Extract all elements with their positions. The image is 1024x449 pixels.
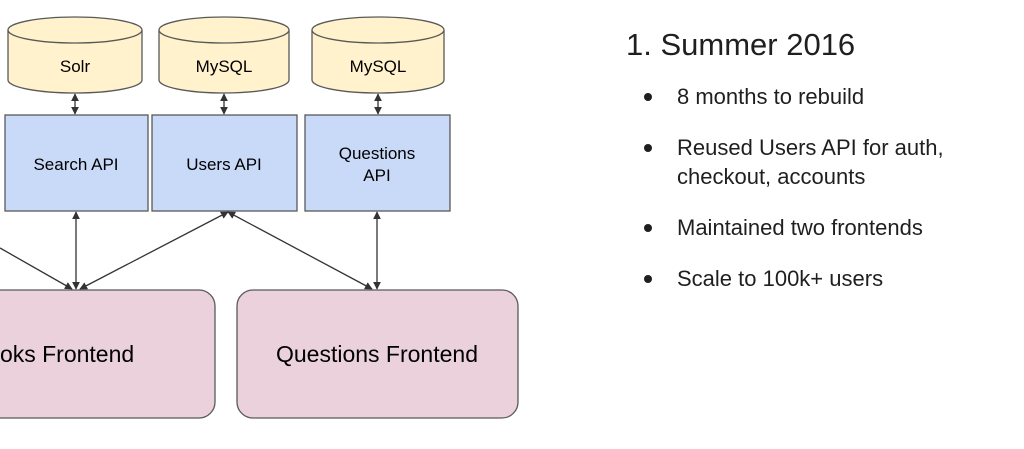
database-cylinder-body bbox=[158, 30, 290, 94]
api-users: Users API bbox=[151, 114, 298, 212]
frontend-label: Questions Frontend bbox=[276, 341, 478, 367]
database-cylinder-body bbox=[7, 30, 143, 94]
database-solr: Solr bbox=[7, 16, 143, 94]
bullet-item: Maintained two frontends bbox=[626, 213, 1016, 242]
bullet-item: Scale to 100k+ users bbox=[626, 264, 1016, 293]
bullet-item: 8 months to rebuild bbox=[626, 82, 1016, 111]
connectors bbox=[0, 93, 382, 290]
frontend-questions: Questions Frontend bbox=[236, 289, 519, 419]
database-cylinder-body bbox=[311, 30, 445, 94]
database-label: Solr bbox=[60, 57, 91, 76]
summary-panel: 1. Summer 2016 8 months to rebuild Reuse… bbox=[626, 26, 1016, 315]
api-box bbox=[151, 114, 298, 212]
database-label: MySQL bbox=[196, 57, 253, 76]
bullet-item: Reused Users API for auth, checkout, acc… bbox=[626, 133, 1016, 191]
database-cylinder-top bbox=[158, 16, 290, 44]
frontend-box bbox=[236, 289, 519, 419]
database-mysql-users: MySQL bbox=[158, 16, 290, 94]
architecture-diagram: Solr MySQL MySQL Search API Users API Qu… bbox=[0, 16, 519, 419]
api-label: Users API bbox=[186, 155, 262, 174]
api-label-line-1: Questions bbox=[339, 144, 416, 163]
api-label: Search API bbox=[33, 155, 118, 174]
database-mysql-questions: MySQL bbox=[311, 16, 445, 94]
database-label: MySQL bbox=[350, 57, 407, 76]
api-search: Search API bbox=[4, 114, 149, 212]
connector-offscreen-left bbox=[0, 247, 73, 290]
api-questions: Questions API bbox=[304, 114, 451, 212]
api-label-line-2: API bbox=[363, 166, 390, 185]
connector-users-books bbox=[79, 211, 229, 290]
api-box bbox=[4, 114, 149, 212]
frontend-books: Books Frontend bbox=[0, 289, 216, 419]
bullet-list: 8 months to rebuild Reused Users API for… bbox=[626, 82, 1016, 293]
connector-users-questions-frontend bbox=[227, 211, 373, 290]
frontend-box bbox=[0, 289, 216, 419]
slide-title: 1. Summer 2016 bbox=[626, 27, 856, 62]
api-box bbox=[304, 114, 451, 212]
database-cylinder-top bbox=[7, 16, 143, 44]
frontend-label: Books Frontend bbox=[0, 341, 134, 367]
database-cylinder-top bbox=[311, 16, 445, 44]
